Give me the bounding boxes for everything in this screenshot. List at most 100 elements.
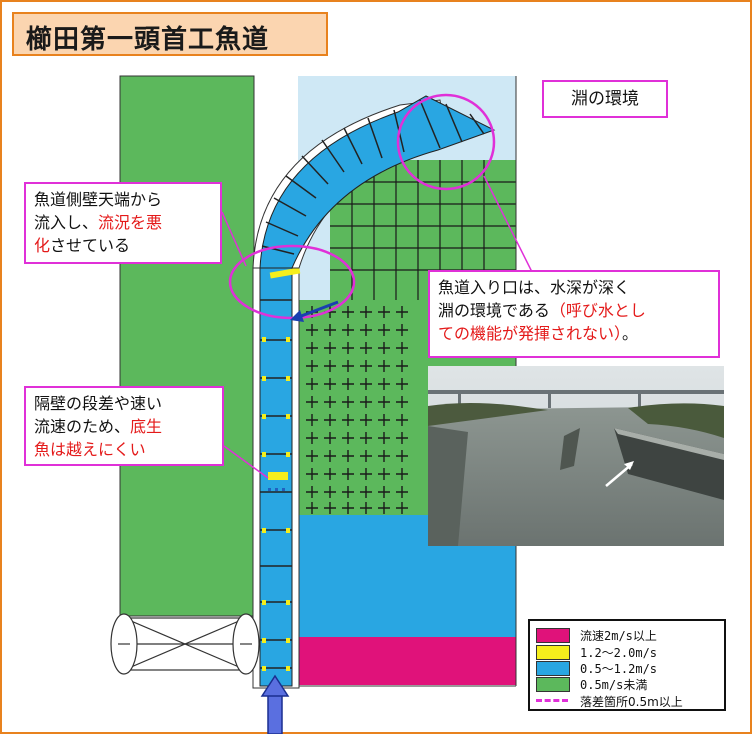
callout-step-text: 流速のため、 [34, 417, 131, 436]
plus-mark-16 [378, 342, 390, 354]
plus-mark-42 [306, 432, 318, 444]
plus-mark-6 [306, 324, 318, 336]
plus-mark-62 [342, 486, 354, 498]
plus-mark-20 [342, 360, 354, 372]
legend-label: 落差箇所0.5m以上 [580, 695, 683, 709]
plus-mark-41 [396, 414, 408, 426]
plus-mark-36 [306, 414, 318, 426]
plus-mark-57 [360, 468, 372, 480]
plus-mark-4 [378, 306, 390, 318]
gate-structure [110, 613, 260, 675]
plus-mark-22 [378, 360, 390, 372]
page-title: 櫛田第一頭首工魚道 [26, 25, 270, 55]
plus-mark-7 [324, 324, 336, 336]
plus-mark-31 [324, 396, 336, 408]
plus-mark-29 [396, 378, 408, 390]
plus-mark-34 [378, 396, 390, 408]
plus-mark-52 [378, 450, 390, 462]
label-pool-environment: 淵の環境 [542, 80, 668, 118]
callout-entrance-text-2: 。 [622, 324, 639, 343]
flow-arrow-head [290, 310, 304, 322]
plus-mark-19 [324, 360, 336, 372]
plus-mark-33 [360, 396, 372, 408]
legend-label: 0.5m/s未満 [580, 678, 648, 692]
plus-mark-40 [378, 414, 390, 426]
legend-swatch [536, 677, 570, 692]
plus-mark-13 [324, 342, 336, 354]
plus-mark-21 [360, 360, 372, 372]
legend-swatch [536, 645, 570, 660]
plus-mark-58 [378, 468, 390, 480]
legend-label: 流速2m/s以上 [580, 629, 657, 643]
plus-mark-32 [342, 396, 354, 408]
plus-mark-37 [324, 414, 336, 426]
plus-mark-38 [342, 414, 354, 426]
plus-mark-2 [342, 306, 354, 318]
connector-entrance [483, 175, 533, 273]
callout-sidewall-highlight-2: 化 [34, 236, 51, 255]
plus-mark-65 [396, 486, 408, 498]
callout-sidewall-highlight: 流況を悪 [98, 213, 163, 232]
plus-mark-15 [360, 342, 372, 354]
callout-sidewall: 魚道側壁天端から 流入し、流況を悪 化させている [24, 182, 222, 264]
legend-swatch [536, 628, 570, 643]
legend-label: 1.2～2.0m/s [580, 646, 658, 660]
plus-mark-69 [360, 502, 372, 514]
callout-sidewall-text-2: させている [50, 236, 131, 255]
plus-mark-49 [324, 450, 336, 462]
plus-mark-67 [324, 502, 336, 514]
plus-mark-9 [360, 324, 372, 336]
plus-mark-43 [324, 432, 336, 444]
callout-step: 隔壁の段差や速い 流速のため、底生 魚は越えにくい [24, 386, 224, 466]
plus-mark-35 [396, 396, 408, 408]
highlight-ellipse-top [396, 93, 496, 191]
plus-mark-10 [378, 324, 390, 336]
drop-markers [262, 337, 290, 671]
plus-mark-44 [342, 432, 354, 444]
callout-sidewall-line2: 流入し、流況を悪 [34, 211, 212, 234]
callout-step-line2: 流速のため、底生 [34, 415, 214, 438]
plus-mark-63 [360, 486, 372, 498]
drop-dots [268, 488, 285, 491]
plus-mark-53 [396, 450, 408, 462]
plus-mark-48 [306, 450, 318, 462]
callout-entrance: 魚道入り口は、水深が深く 淵の環境である（呼び水とし ての機能が発揮されない）。 [428, 270, 720, 358]
plus-mark-64 [378, 486, 390, 498]
plus-mark-61 [324, 486, 336, 498]
site-photo [428, 366, 724, 546]
plus-mark-46 [378, 432, 390, 444]
plus-mark-3 [360, 306, 372, 318]
callout-step-line1: 隔壁の段差や速い [34, 394, 163, 413]
callout-entrance-line1: 魚道入り口は、水深が深く [438, 278, 631, 297]
high-velocity-area [298, 637, 516, 685]
plus-mark-14 [342, 342, 354, 354]
callout-sidewall-line3: 化させている [34, 234, 212, 257]
site-photo-image [428, 366, 724, 546]
callout-step-highlight-2: 魚は越えにくい [34, 440, 146, 459]
left-bank-area [119, 75, 255, 617]
curved-baffles [261, 99, 485, 255]
plus-mark-8 [342, 324, 354, 336]
plus-mark-56 [342, 468, 354, 480]
legend: 流速2m/s以上 1.2～2.0m/s 0.5～1.2m/s 0.5m/s未満 … [528, 619, 726, 711]
callout-sidewall-text: 流入し、 [34, 213, 99, 232]
plus-mark-70 [378, 502, 390, 514]
callout-entrance-highlight: （呼び水とし [549, 301, 646, 320]
plus-mark-11 [396, 324, 408, 336]
plus-mark-25 [324, 378, 336, 390]
plus-mark-18 [306, 360, 318, 372]
callout-entrance-highlight-2: ての機能が発揮されない） [438, 324, 623, 343]
label-pool-text: 淵の環境 [571, 89, 639, 109]
plus-marks [306, 306, 408, 514]
plus-mark-50 [342, 450, 354, 462]
plus-mark-47 [396, 432, 408, 444]
yellow-zone-marker-2 [269, 267, 301, 279]
plus-mark-59 [396, 468, 408, 480]
plus-mark-51 [360, 450, 372, 462]
plus-mark-60 [306, 486, 318, 498]
plus-mark-30 [306, 396, 318, 408]
callout-entrance-line2: 淵の環境である（呼び水とし [438, 299, 710, 322]
plus-mark-39 [360, 414, 372, 426]
plus-mark-24 [306, 378, 318, 390]
